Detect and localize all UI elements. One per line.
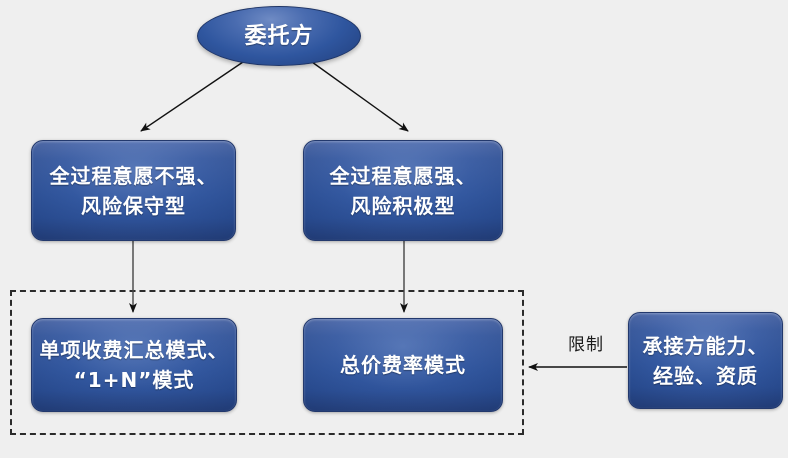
edge-client-to-low-will — [140, 61, 244, 132]
node-low-willingness-conservative[interactable]: 全过程意愿不强、 风险保守型 — [31, 140, 236, 241]
node-low-willingness-line2: 风险保守型 — [81, 193, 186, 218]
node-low-willingness-line1: 全过程意愿不强、 — [49, 163, 218, 188]
node-client-label: 委托方 — [244, 23, 314, 49]
node-high-willingness-aggressive[interactable]: 全过程意愿强、 风险积极型 — [303, 140, 503, 241]
node-itemized-fee-model[interactable]: 单项收费汇总模式、 “1+N”模式 — [31, 318, 237, 412]
edge-label-restrict: 限制 — [568, 335, 604, 355]
node-high-willingness-line2: 风险积极型 — [350, 193, 456, 218]
node-lumpsum-rate-label: 总价费率模式 — [340, 353, 466, 377]
node-lumpsum-rate-model[interactable]: 总价费率模式 — [303, 318, 503, 412]
node-high-willingness-line1: 全过程意愿强、 — [329, 163, 477, 188]
node-contractor-capability-label: 承接方能力、 经验、资质 — [643, 331, 769, 391]
node-itemized-fee-line1: 单项收费汇总模式、 — [39, 338, 229, 362]
fee-model-group-boundary — [10, 290, 524, 435]
node-itemized-fee-line2: “1+N”模式 — [73, 368, 195, 392]
edge-client-to-high-will — [311, 61, 409, 132]
node-contractor-capability[interactable]: 承接方能力、 经验、资质 — [628, 312, 783, 409]
node-itemized-fee-label: 单项收费汇总模式、 “1+N”模式 — [40, 335, 229, 395]
node-client[interactable]: 委托方 — [197, 6, 361, 66]
node-low-willingness-label: 全过程意愿不强、 风险保守型 — [50, 161, 218, 221]
node-contractor-capability-line1: 承接方能力、 — [642, 333, 769, 358]
node-contractor-capability-line2: 经验、资质 — [653, 363, 758, 388]
node-high-willingness-label: 全过程意愿强、 风险积极型 — [330, 161, 477, 221]
